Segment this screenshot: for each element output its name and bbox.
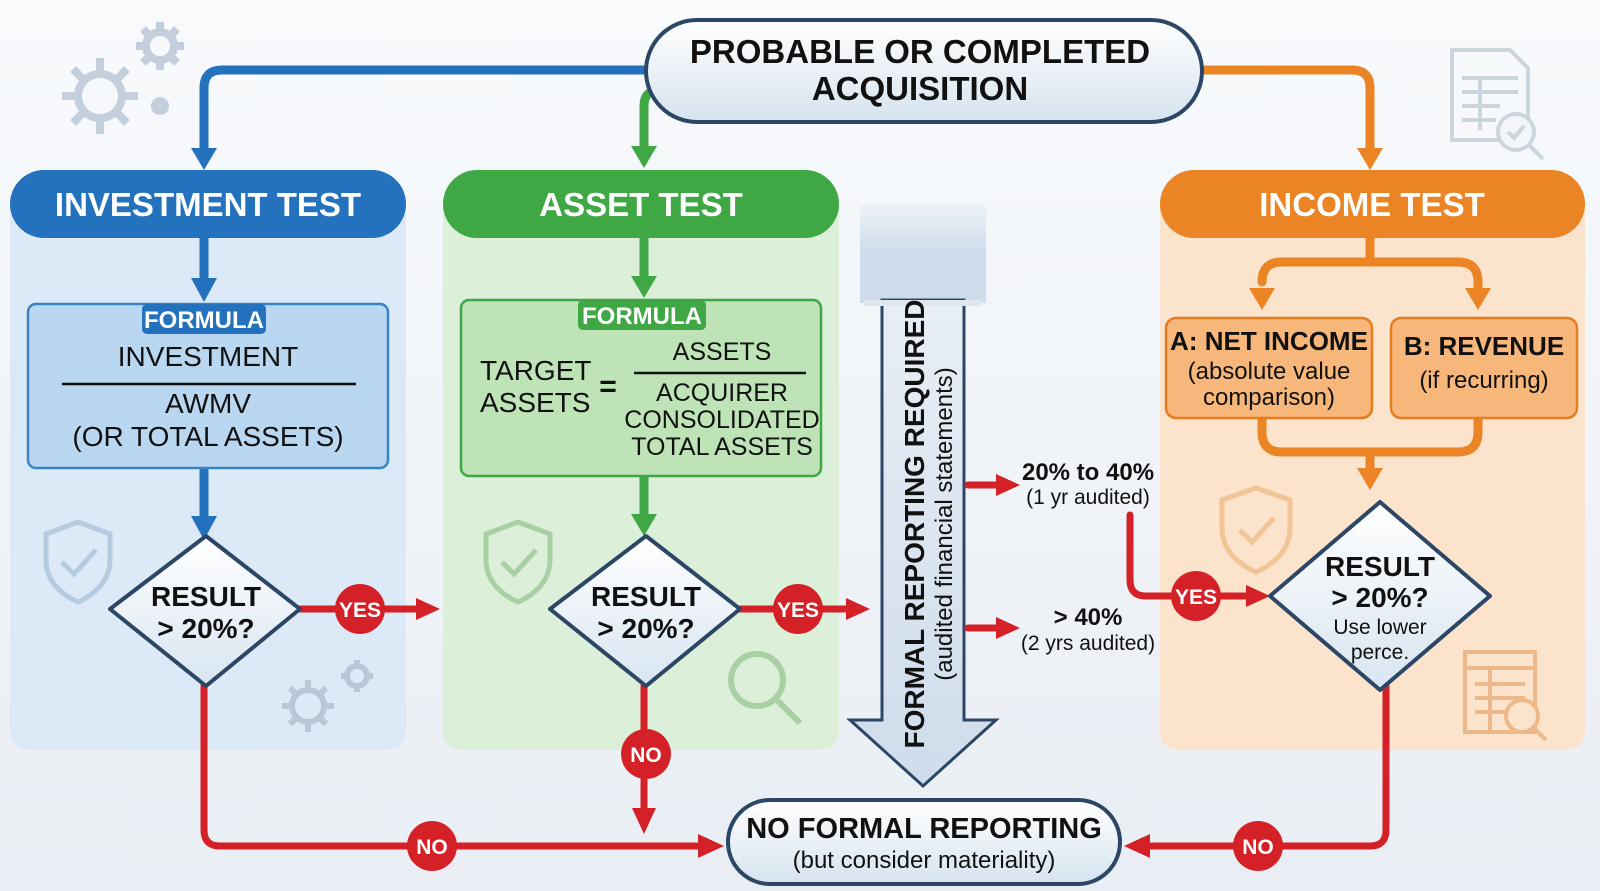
income-no-badge: NO (1233, 821, 1283, 871)
investment-yes-badge: YES (335, 584, 385, 634)
asset-denominator-3: TOTAL ASSETS (631, 433, 813, 461)
investment-test-header: INVESTMENT TEST (10, 170, 406, 238)
acquisition-line1: PROBABLE OR COMPLETED (690, 33, 1150, 70)
acquisition-line2: ACQUISITION (812, 70, 1028, 107)
revenue-line1: (if recurring) (1419, 367, 1548, 394)
tier2-note: (2 yrs audited) (1021, 632, 1155, 655)
investment-yes-label: YES (339, 599, 381, 622)
net-income-line2: comparison) (1203, 384, 1335, 411)
income-test-title: INCOME TEST (1259, 186, 1485, 223)
asset-formula-tag: FORMULA (582, 303, 702, 330)
income-result-line1: RESULT (1325, 551, 1435, 582)
formal-reporting-title: FORMAL REPORTING REQUIRED (899, 299, 930, 748)
asset-no-badge: NO (621, 729, 671, 779)
asset-result-line2: > 20%? (597, 613, 694, 644)
acquisition-node: PROBABLE OR COMPLETED ACQUISITION (644, 18, 1204, 124)
net-income-box: A: NET INCOME (absolute value comparison… (1164, 316, 1374, 420)
net-income-line1: (absolute value (1188, 358, 1351, 385)
asset-yes-label: YES (777, 599, 819, 622)
revenue-box: B: REVENUE (if recurring) (1389, 316, 1579, 420)
gears-icon (282, 660, 373, 732)
income-test-header: INCOME TEST (1160, 170, 1585, 238)
asset-lhs-1: TARGET (480, 355, 591, 386)
asset-denominator-2: CONSOLIDATED (624, 406, 819, 434)
asset-numerator: ASSETS (673, 338, 772, 366)
magnifier-icon (728, 651, 803, 726)
asset-result-line1: RESULT (591, 581, 701, 612)
asset-equals: = (599, 370, 617, 403)
asset-test-title: ASSET TEST (539, 186, 743, 223)
net-income-title: A: NET INCOME (1170, 326, 1368, 356)
connector-income-no (1142, 682, 1390, 850)
asset-lhs-2: ASSETS (480, 387, 590, 418)
no-formal-reporting-title: NO FORMAL REPORTING (746, 813, 1102, 845)
investment-formula-tag: FORMULA (144, 307, 264, 334)
investment-test-title: INVESTMENT TEST (55, 186, 361, 223)
asset-test-header: ASSET TEST (443, 170, 839, 238)
investment-result-line2: > 20%? (157, 613, 254, 644)
investment-denominator-1: AWMV (165, 388, 251, 419)
asset-yes-badge: YES (773, 584, 823, 634)
income-yes-badge: YES (1171, 571, 1221, 621)
income-yes-label: YES (1175, 586, 1217, 609)
asset-formula-box: FORMULA TARGET ASSETS = ASSETS ACQUIRER … (459, 298, 823, 478)
revenue-title: B: REVENUE (1404, 331, 1564, 361)
investment-result-diamond: RESULT > 20%? (108, 534, 302, 688)
gears-icon (62, 22, 184, 134)
formal-reporting-arrow (846, 205, 1000, 789)
spreadsheet-search-icon (1450, 48, 1545, 161)
income-result-line3: Use lower (1333, 616, 1426, 639)
connector-income-yes (1126, 511, 1254, 600)
investment-numerator: INVESTMENT (118, 341, 298, 372)
investment-denominator-2: (OR TOTAL ASSETS) (72, 421, 343, 452)
shield-check-icon (483, 519, 553, 605)
investment-formula-box: FORMULA INVESTMENT AWMV (OR TOTAL ASSETS… (26, 302, 390, 470)
asset-result-diamond: RESULT > 20%? (548, 534, 742, 688)
income-result-line2: > 20%? (1331, 582, 1428, 613)
tier1-note: (1 yr audited) (1026, 486, 1150, 509)
tier2-value: > 40% (1054, 604, 1123, 631)
investment-result-line1: RESULT (151, 581, 261, 612)
formal-reporting-subtitle: (audited financial statements) (931, 367, 958, 681)
tier1-value: 20% to 40% (1022, 459, 1154, 486)
asset-no-label: NO (630, 744, 662, 767)
investment-no-badge: NO (407, 821, 457, 871)
no-formal-reporting-node: NO FORMAL REPORTING (but consider materi… (726, 798, 1122, 886)
income-result-diamond: RESULT > 20%? Use lower perce. (1268, 500, 1492, 692)
shield-check-icon (43, 519, 113, 605)
income-no-label: NO (1242, 836, 1274, 859)
no-formal-reporting-subtitle: (but consider materiality) (793, 847, 1056, 874)
connector-top-to-income (1200, 65, 1375, 157)
shield-check-icon (1219, 485, 1293, 575)
connector-investment-no (200, 682, 706, 850)
investment-no-label: NO (416, 836, 448, 859)
income-result-line4: perce. (1351, 641, 1409, 664)
asset-denominator-1: ACQUIRER (656, 379, 788, 407)
connector-top-to-investment (199, 65, 650, 157)
spreadsheet-search-icon (1463, 650, 1548, 742)
